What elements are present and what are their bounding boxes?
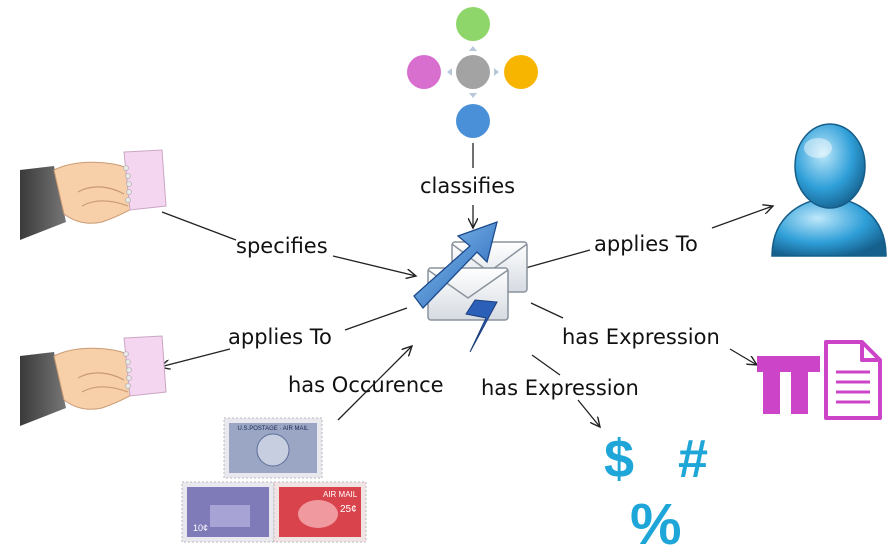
stamp-right-value: 25¢ [340, 504, 357, 515]
envelope-arrow-icon [413, 220, 528, 353]
stamp-top-label: U.S.POSTAGE · AIR MAIL [238, 426, 310, 432]
edge-label-has-occurrence: has Occurence [288, 373, 444, 397]
connectors [160, 143, 773, 427]
user-icon [771, 123, 887, 257]
circle-center [456, 55, 490, 89]
circle-right [504, 55, 538, 89]
edge-label-classifies: classifies [420, 174, 516, 198]
edge-label-applies-to-party: applies To [228, 325, 332, 349]
edge-label-specifies: specifies [236, 234, 328, 258]
circle-left [407, 55, 441, 89]
edge-label-has-expression-formula: has Expression [562, 325, 720, 349]
stamp-left-value: 10¢ [193, 523, 208, 533]
stamp-left: 10¢ [181, 481, 275, 543]
postage-stamps-icon: U.S.POSTAGE · AIR MAIL 10¢ AIR MAIL 25¢ [181, 417, 367, 543]
stamp-right: AIR MAIL 25¢ [273, 481, 367, 543]
classification-circles-icon [407, 7, 538, 138]
stamp-right-header: AIR MAIL [323, 490, 358, 499]
dollar-symbol: $ [604, 429, 635, 489]
document-icon [824, 340, 882, 420]
circle-top [456, 7, 490, 41]
handshake-icon [20, 335, 167, 426]
circle-bottom [456, 104, 490, 138]
pi-icon [757, 356, 820, 414]
stamp-top: U.S.POSTAGE · AIR MAIL [223, 417, 323, 479]
handshake-icon [20, 149, 167, 240]
hash-symbol: # [678, 429, 709, 489]
edge-label-has-expression-symbols: has Expression [481, 376, 639, 400]
percent-symbol: % [630, 492, 682, 557]
edge-label-applies-to-person: applies To [594, 232, 698, 256]
